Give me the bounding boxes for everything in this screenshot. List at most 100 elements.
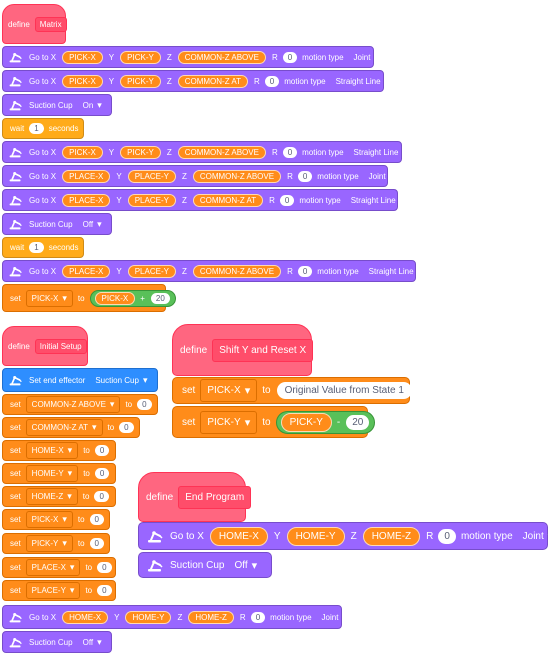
go-to-block[interactable]: Go to X PLACE-X Y PLACE-Y Z COMMON-Z ABO… (2, 260, 416, 282)
value-input[interactable]: 0 (97, 562, 112, 573)
add-operator[interactable]: PICK-X + 20 (89, 289, 176, 307)
set-variable-block[interactable]: set PICK-Y to PICK-Y - 20 (172, 406, 376, 438)
define-matrix-hat[interactable]: define Matrix (2, 4, 67, 44)
value-input[interactable]: 0 (119, 422, 134, 433)
set-variable-block[interactable]: set PLACE-Y to 0 (2, 580, 116, 601)
motion-type-dropdown[interactable]: Joint (518, 528, 551, 545)
subtract-operator[interactable]: PICK-Y - 20 (275, 410, 376, 434)
var-reporter[interactable]: PICK-X (94, 291, 136, 305)
value-input[interactable]: Original Value from State 1 (276, 382, 412, 399)
r-input[interactable]: 0 (282, 146, 298, 158)
var-reporter[interactable]: PLACE-X (62, 193, 111, 207)
set-variable-block[interactable]: set HOME-X to 0 (2, 440, 116, 461)
variable-dropdown[interactable]: PICK-Y (25, 535, 73, 552)
var-reporter[interactable]: COMMON-Z ABOVE (177, 145, 266, 159)
motion-type-dropdown[interactable]: Joint (364, 169, 399, 184)
value-input[interactable]: 0 (89, 514, 104, 525)
value-input[interactable]: 0 (89, 538, 104, 549)
value-input[interactable]: 0 (137, 399, 152, 410)
set-variable-block[interactable]: set PICK-X to Original Value from State … (172, 377, 412, 404)
suction-cup-block[interactable]: Suction Cup Off (138, 552, 272, 578)
var-reporter[interactable]: HOME-Z (362, 526, 421, 546)
wait-block[interactable]: wait 1 seconds (2, 118, 84, 139)
motion-type-dropdown[interactable]: Straight Line (364, 264, 427, 279)
go-to-block[interactable]: Go to X PICK-X Y PICK-Y Z COMMON-Z ABOVE… (2, 141, 402, 163)
var-reporter[interactable]: HOME-Y (125, 610, 172, 624)
value-input[interactable]: 0 (94, 491, 109, 502)
variable-dropdown[interactable]: HOME-Y (25, 465, 79, 482)
end-effector-dropdown[interactable]: Suction Cup (90, 373, 152, 388)
set-end-effector-block[interactable]: Set end effector Suction Cup (2, 368, 158, 392)
motion-type-dropdown[interactable]: Straight Line (331, 74, 394, 89)
set-variable-block[interactable]: set PICK-X to 0 (2, 509, 110, 530)
var-reporter[interactable]: COMMON-Z AT (177, 74, 248, 88)
var-reporter[interactable]: PLACE-Y (127, 169, 176, 183)
go-to-block[interactable]: Go to X PICK-X Y PICK-Y Z COMMON-Z AT R … (2, 70, 384, 92)
var-reporter[interactable]: PICK-X (62, 145, 103, 159)
variable-dropdown[interactable]: COMMON-Z AT (25, 419, 103, 436)
var-reporter[interactable]: HOME-X (209, 526, 268, 546)
variable-dropdown[interactable]: PLACE-Y (25, 582, 81, 599)
define-end-program-hat[interactable]: define End Program (138, 472, 252, 522)
r-input[interactable]: 0 (250, 611, 266, 623)
set-variable-block[interactable]: set HOME-Z to 0 (2, 486, 116, 507)
var-reporter[interactable]: PICK-X (62, 74, 103, 88)
wait-input[interactable]: 1 (29, 123, 44, 134)
var-reporter[interactable]: COMMON-Z ABOVE (192, 169, 282, 183)
r-input[interactable]: 0 (264, 75, 280, 87)
variable-dropdown[interactable]: PICK-Y (200, 410, 258, 434)
var-reporter[interactable]: PLACE-X (62, 264, 111, 278)
var-reporter[interactable]: PICK-Y (120, 50, 161, 64)
wait-input[interactable]: 1 (29, 242, 44, 253)
motion-type-dropdown[interactable]: Straight Line (349, 145, 412, 160)
var-reporter[interactable]: PLACE-X (62, 169, 111, 183)
go-to-block[interactable]: Go to X HOME-X Y HOME-Y Z HOME-Z R 0 mot… (2, 605, 342, 629)
suction-state-dropdown[interactable]: On (78, 98, 107, 113)
var-reporter[interactable]: HOME-X (62, 610, 109, 624)
go-to-block[interactable]: Go to X PICK-X Y PICK-Y Z COMMON-Z ABOVE… (2, 46, 374, 68)
r-input[interactable]: 0 (279, 194, 295, 206)
var-reporter[interactable]: HOME-Y (286, 526, 345, 546)
var-reporter[interactable]: PICK-Y (120, 145, 161, 159)
var-reporter[interactable]: PICK-Y (280, 412, 332, 432)
variable-dropdown[interactable]: PICK-X (25, 289, 73, 307)
variable-dropdown[interactable]: HOME-Z (25, 488, 78, 505)
value-input[interactable]: 0 (94, 445, 110, 456)
operand-input[interactable]: 20 (150, 292, 170, 304)
var-reporter[interactable]: COMMON-Z AT (192, 193, 264, 207)
var-reporter[interactable]: HOME-Z (188, 610, 234, 624)
variable-dropdown[interactable]: PLACE-X (25, 559, 81, 576)
set-variable-block[interactable]: set HOME-Y to 0 (2, 463, 116, 484)
set-variable-block[interactable]: set PICK-Y to 0 (2, 533, 110, 554)
go-to-block[interactable]: Go to X HOME-X Y HOME-Y Z HOME-Z R 0 mot… (138, 522, 548, 550)
r-input[interactable]: 0 (297, 170, 313, 182)
r-input[interactable]: 0 (282, 51, 298, 63)
motion-type-dropdown[interactable]: Straight Line (346, 193, 409, 208)
var-reporter[interactable]: COMMON-Z ABOVE (177, 50, 266, 64)
var-reporter[interactable]: PLACE-Y (127, 264, 176, 278)
set-variable-block[interactable]: set COMMON-Z ABOVE to 0 (2, 394, 158, 415)
motion-type-dropdown[interactable]: Joint (317, 610, 352, 625)
operand-input[interactable]: 20 (346, 414, 370, 430)
r-input[interactable]: 0 (438, 528, 456, 544)
suction-cup-block[interactable]: Suction Cup Off (2, 213, 112, 235)
wait-block[interactable]: wait 1 seconds (2, 237, 84, 258)
motion-type-dropdown[interactable]: Joint (349, 50, 384, 65)
var-reporter[interactable]: PLACE-Y (127, 193, 176, 207)
set-variable-block[interactable]: set COMMON-Z AT to 0 (2, 417, 140, 438)
suction-cup-block[interactable]: Suction Cup Off (2, 631, 112, 653)
define-shift-reset-hat[interactable]: define Shift Y and Reset X (172, 324, 314, 376)
variable-dropdown[interactable]: COMMON-Z ABOVE (25, 396, 121, 413)
suction-state-dropdown[interactable]: Off (78, 635, 107, 650)
var-reporter[interactable]: COMMON-Z ABOVE (192, 264, 282, 278)
define-initial-setup-hat[interactable]: define Initial Setup (2, 326, 88, 366)
value-input[interactable]: 0 (97, 585, 112, 596)
go-to-block[interactable]: Go to X PLACE-X Y PLACE-Y Z COMMON-Z AT … (2, 189, 398, 211)
variable-dropdown[interactable]: PICK-X (25, 511, 73, 528)
variable-dropdown[interactable]: HOME-X (25, 442, 79, 459)
var-reporter[interactable]: PICK-Y (120, 74, 161, 88)
go-to-block[interactable]: Go to X PLACE-X Y PLACE-Y Z COMMON-Z ABO… (2, 165, 388, 187)
r-input[interactable]: 0 (297, 265, 313, 277)
value-input[interactable]: 0 (94, 468, 110, 479)
variable-dropdown[interactable]: PICK-X (200, 379, 258, 402)
